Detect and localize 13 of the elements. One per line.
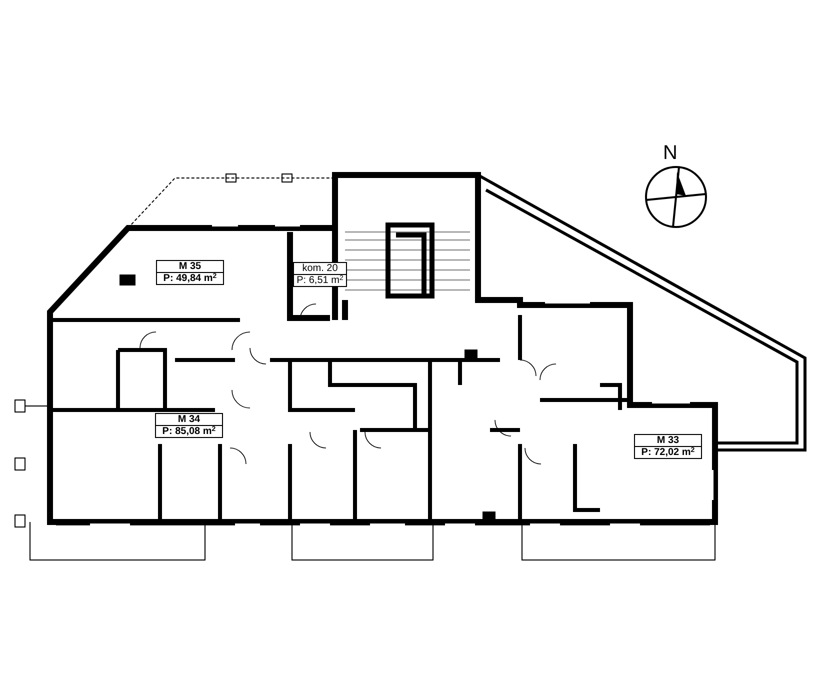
unit-number: M 34 bbox=[176, 414, 202, 425]
unit-number: M 35 bbox=[178, 261, 202, 272]
unit-number: M 33 bbox=[656, 435, 680, 446]
room-label-box bbox=[155, 413, 223, 438]
room-label-box bbox=[293, 262, 347, 287]
area-label: P: 6,51 m$^{2}$ bbox=[294, 274, 346, 286]
area-label: P: 85,08 m$^{2}$ bbox=[156, 425, 222, 437]
room-label-box bbox=[156, 260, 224, 285]
area-label: P: 49,84 m$^{2}$ bbox=[157, 272, 223, 284]
area-label: P: 72,02 m$^{2}$ bbox=[635, 446, 701, 458]
room-label-box bbox=[634, 434, 702, 459]
north-label: N bbox=[663, 143, 678, 163]
unit-number: kom. 20 bbox=[301, 263, 339, 274]
